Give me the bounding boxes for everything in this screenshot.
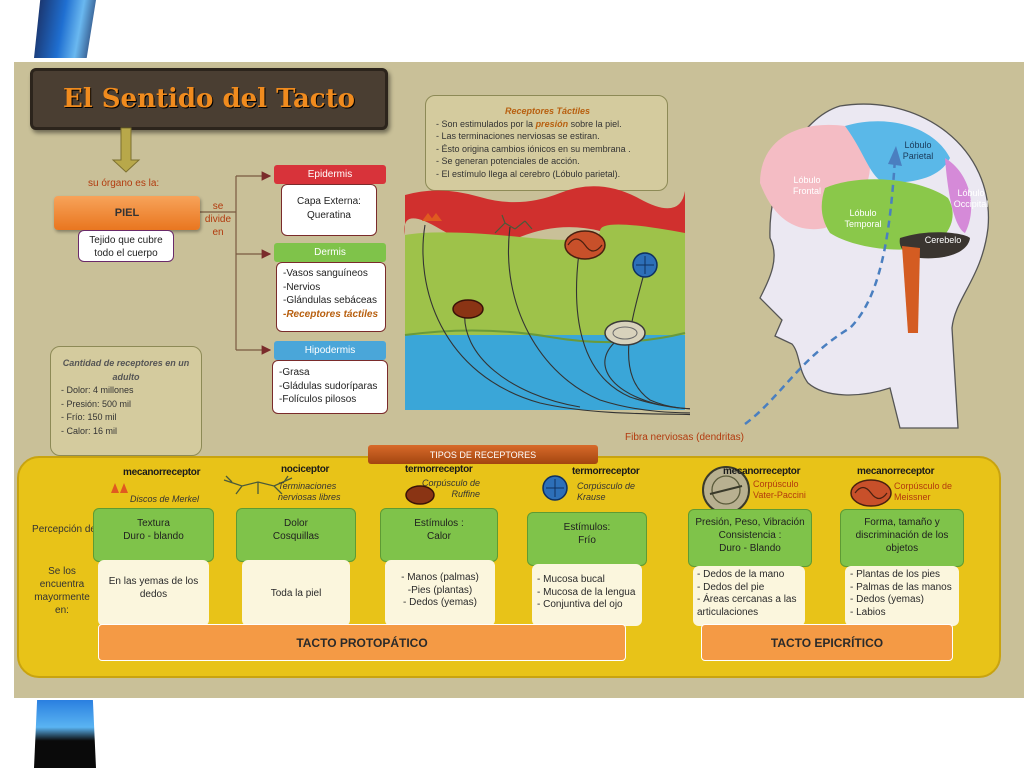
head-brain-illustration	[744, 103, 990, 429]
location-row-label: Se los encuentra mayormente en:	[34, 566, 90, 616]
receptor-5-name: Corpúsculo Vater-Paccini	[753, 479, 806, 500]
temporal-lobe-label: Lóbulo Temporal	[844, 208, 882, 229]
skin-box: PIEL	[54, 196, 200, 230]
hypodermis-header: Hipodermis	[274, 341, 386, 360]
epicritic-touch-bar: TACTO EPICRÍTICO	[701, 624, 953, 661]
receptor-6-type: mecanorreceptor	[857, 466, 935, 477]
parietal-lobe-label: Lóbulo Parietal	[902, 140, 934, 161]
organ-connector-label: su órgano es la:	[88, 178, 160, 189]
title-banner: El Sentido del Tacto	[30, 68, 388, 130]
receptor-3-location: - Manos (palmas)-Pies (plantas)- Dedos (…	[385, 560, 495, 626]
krause-corpuscle-icon	[542, 475, 568, 501]
pacinian-corpuscle-icon	[702, 466, 750, 514]
receptor-3-perception: Estímulos :Calor	[380, 508, 498, 562]
receptor-2-type: nociceptor	[281, 464, 330, 475]
receptor-1-name: Discos de Merkel	[130, 494, 200, 504]
receptor-types-header: TIPOS DE RECEPTORES	[368, 445, 598, 464]
receptor-6-location: - Plantas de los pies- Palmas de las man…	[845, 566, 959, 626]
tactile-receptors-title: Receptores Táctiles	[504, 106, 591, 116]
receptor-count-title: Cantidad de receptores en un adulto	[62, 358, 190, 382]
dermis-header: Dermis	[274, 243, 386, 262]
divides-label: se divide en	[204, 201, 232, 238]
merkel-disc-icon	[111, 483, 128, 493]
decorative-stripe-top	[34, 0, 96, 58]
occipital-lobe-label: Lóbulo Occipital	[953, 188, 989, 209]
receptor-2-name: Terminaciones nerviosas libres	[278, 481, 341, 502]
receptor-4-type: termorreceptor	[572, 466, 640, 477]
cerebellum-label: Cerebelo	[924, 235, 962, 245]
receptor-4-perception: Estímulos:Frío	[527, 512, 647, 566]
decorative-stripe-bottom	[34, 700, 96, 768]
receptor-4-name: Corpúsculo de Krause	[577, 481, 636, 502]
receptor-5-type: mecanorreceptor	[723, 466, 801, 477]
receptor-2-location: Toda la piel	[242, 560, 350, 626]
receptor-3-type: termorreceptor	[405, 464, 473, 475]
skin-label: PIEL	[114, 207, 140, 219]
nerve-fiber-label: Fibra nerviosas (dendritas)	[625, 432, 744, 443]
receptor-1-type: mecanorreceptor	[123, 467, 201, 478]
frontal-lobe-label: Lóbulo Frontal	[792, 175, 821, 196]
page-title: El Sentido del Tacto	[63, 84, 355, 114]
receptor-3-name: Corpúsculo de Ruffine	[421, 478, 480, 499]
ruffini-corpuscle-icon	[405, 485, 435, 505]
hypodermis-box: -Grasa -Gládulas sudoríparas -Folículos …	[272, 360, 388, 414]
protopathic-touch-bar: TACTO PROTOPÁTICO	[98, 624, 626, 661]
skin-cross-section-illustration	[404, 186, 690, 416]
epidermis-box: Capa Externa: Queratina	[281, 184, 377, 236]
tactile-receptors-box: Receptores Táctiles - Son estimulados po…	[425, 95, 668, 191]
receptor-6-name: Corpúsculo de Meissner	[894, 481, 953, 502]
meissner-corpuscle-icon	[850, 479, 892, 507]
receptor-count-box: Cantidad de receptores en un adulto - Do…	[50, 346, 202, 456]
dermis-box: -Vasos sanguíneos -Nervios -Glándulas se…	[276, 262, 386, 332]
receptor-4-location: - Mucosa bucal- Mucosa de la lengua- Con…	[532, 564, 642, 626]
receptor-5-location: - Dedos de la mano- Dedos del pie- Áreas…	[693, 566, 805, 626]
perception-row-label: Percepción de	[32, 524, 96, 535]
epidermis-header: Epidermis	[274, 165, 386, 184]
skin-description: Tejido que cubre todo el cuerpo	[78, 230, 174, 262]
free-nerve-endings-icon	[223, 475, 293, 495]
